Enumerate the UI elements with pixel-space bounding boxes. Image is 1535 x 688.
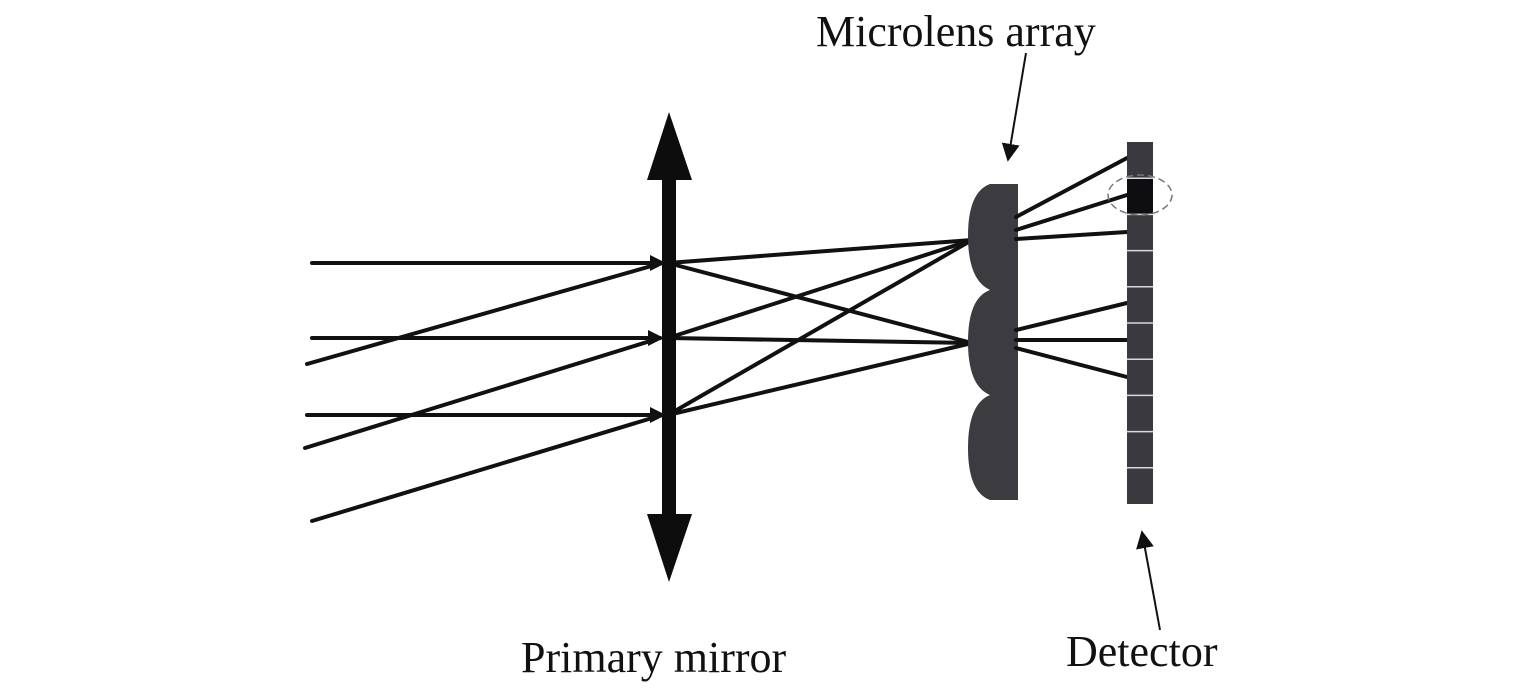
incoming-ray-oblique-bottom <box>310 413 664 523</box>
detector-pointer-arrow <box>1136 530 1161 631</box>
detector-pixel <box>1127 250 1153 287</box>
incoming-rays <box>303 261 664 523</box>
ray-top-lenslet-out-3 <box>1014 230 1129 241</box>
detector-pixel <box>1127 359 1153 396</box>
detector-pixel <box>1127 286 1153 323</box>
microlens <box>968 290 1018 395</box>
ray-p3-to-mid-lenslet <box>666 341 974 417</box>
pointer-arrows <box>1001 52 1161 631</box>
ray-p1-to-mid-lenslet <box>666 261 974 345</box>
microlens-array-label: Microlens array <box>816 7 1096 56</box>
incoming-ray-oblique-top <box>305 261 664 366</box>
lenslet-to-detector-rays <box>1014 156 1129 379</box>
primary-mirror-shaft <box>662 168 676 530</box>
ray-p1-to-top-lenslet <box>666 238 974 265</box>
detector-pixel <box>1127 142 1153 179</box>
microlens <box>968 395 1018 500</box>
detector-pixel <box>1127 395 1153 432</box>
ray-arrowhead <box>648 330 664 346</box>
detector-label: Detector <box>1066 627 1218 676</box>
ray-arrowhead <box>650 407 666 423</box>
primary-mirror-top-arrowhead <box>647 112 692 180</box>
detector-pixel <box>1127 214 1153 251</box>
ray-p3-to-top-lenslet <box>666 238 974 417</box>
detector <box>1127 142 1153 504</box>
ray-arrowheads <box>648 255 666 423</box>
detector-pixel-highlighted <box>1127 178 1153 215</box>
primary-mirror-bottom-arrowhead <box>647 514 692 582</box>
detector-pixel <box>1127 323 1153 360</box>
microlens-pointer-arrow <box>1001 52 1027 162</box>
microlens <box>968 184 1018 290</box>
converging-rays <box>666 238 974 417</box>
incoming-ray-oblique-middle <box>303 336 662 450</box>
ray-top-lenslet-out-1 <box>1014 156 1129 219</box>
ray-top-lenslet-out-2 <box>1014 193 1129 232</box>
ray-arrowhead <box>650 255 666 271</box>
highlight-circle <box>1107 174 1173 216</box>
primary-mirror-icon <box>647 112 692 582</box>
detector-pixel <box>1127 431 1153 468</box>
detector-pixel <box>1127 467 1153 504</box>
ray-mid-lenslet-out-3 <box>1014 346 1129 379</box>
ray-p2-to-mid-lenslet <box>666 336 974 345</box>
microlens-array <box>968 184 1018 500</box>
primary-mirror-label: Primary mirror <box>521 633 787 682</box>
ray-p2-to-top-lenslet <box>666 238 974 340</box>
ray-mid-lenslet-out-1 <box>1014 301 1129 332</box>
